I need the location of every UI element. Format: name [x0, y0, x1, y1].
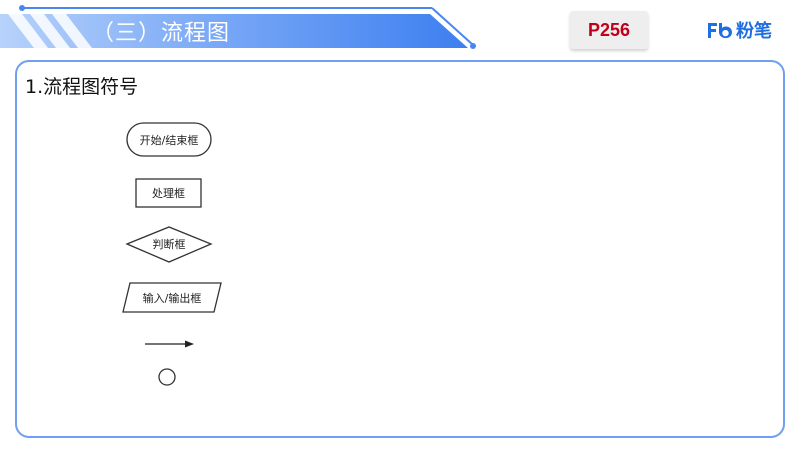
content-card: 1.流程图符号 开始/结束框 处理框 判断框 输入/输出框	[15, 60, 785, 438]
flowchart-symbol-list: 开始/结束框 处理框 判断框 输入/输出框	[122, 122, 222, 386]
flow-arrow-symbol	[145, 340, 194, 348]
section-title: （三）流程图	[92, 21, 231, 46]
header-banner: （三）流程图	[0, 0, 800, 60]
brand-logo: 粉笔	[706, 16, 772, 44]
fenbi-logo-icon	[706, 20, 734, 40]
banner-graphic	[0, 5, 476, 49]
terminator-label: 开始/结束框	[140, 133, 199, 147]
terminator-symbol: 开始/结束框	[126, 122, 212, 157]
page-number-badge: P256	[570, 11, 648, 49]
process-symbol: 处理框	[135, 178, 202, 208]
process-label: 处理框	[152, 187, 185, 200]
decision-symbol: 判断框	[125, 226, 213, 263]
decision-label: 判断框	[153, 237, 186, 251]
input-output-label: 输入/输出框	[143, 291, 202, 305]
input-output-symbol: 输入/输出框	[122, 282, 222, 313]
connector-circle-symbol	[158, 368, 176, 386]
content-heading: 1.流程图符号	[25, 76, 139, 98]
logo-text: 粉笔	[736, 21, 772, 42]
banner-bar	[0, 14, 468, 48]
